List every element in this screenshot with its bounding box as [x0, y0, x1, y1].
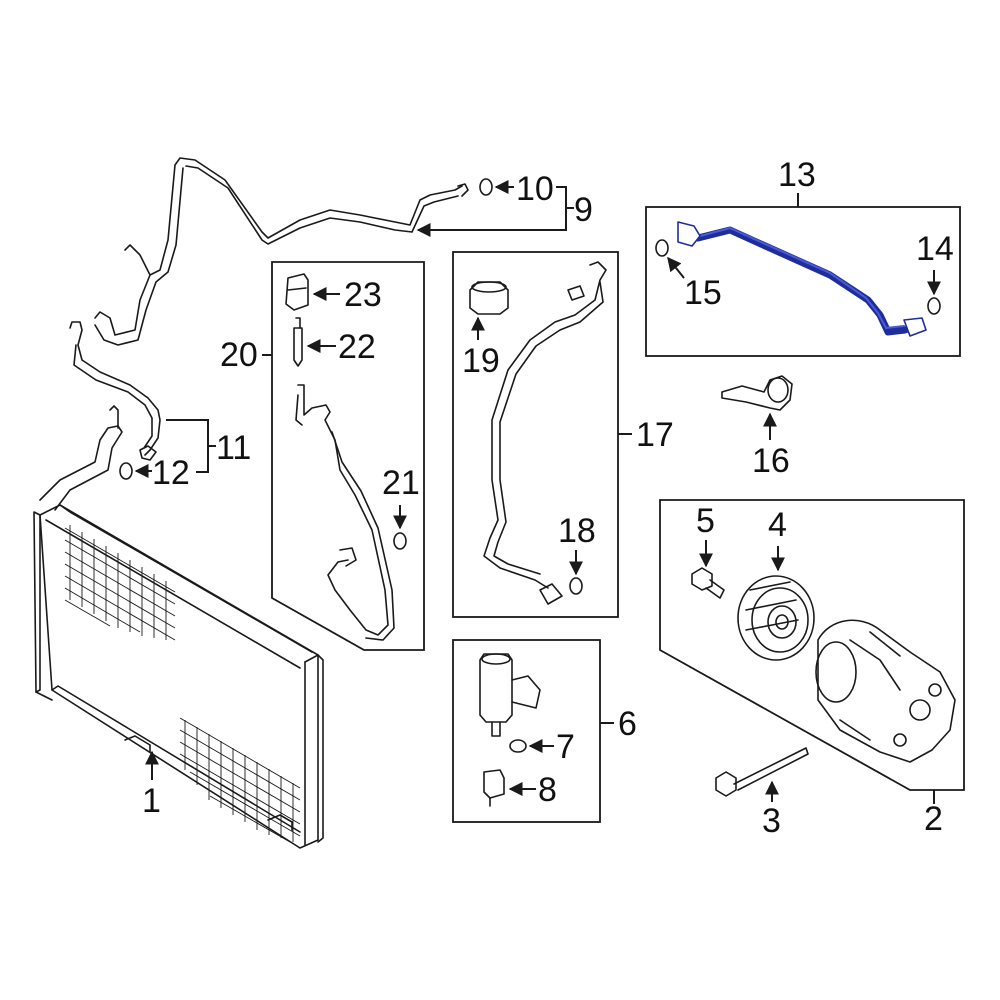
valve-core-22[interactable]: [293, 317, 303, 367]
compressor[interactable]: [815, 619, 956, 763]
callout-7: 7: [556, 728, 575, 766]
callout-12: 12: [152, 454, 190, 492]
liquid-line[interactable]: [69, 321, 161, 461]
bracket-16[interactable]: [721, 375, 793, 411]
callout-6: 6: [618, 705, 637, 743]
o-ring-18[interactable]: [569, 577, 583, 595]
callout-21: 21: [382, 464, 420, 502]
callout-2: 2: [924, 800, 943, 838]
highlighted-ac-line[interactable]: [677, 221, 927, 337]
callout-23: 23: [344, 276, 382, 314]
box-2: [659, 499, 965, 791]
callout-15: 15: [684, 274, 722, 312]
callout-13: 13: [778, 156, 816, 194]
hose-17[interactable]: [483, 261, 607, 605]
callout-8: 8: [538, 771, 557, 809]
o-ring-12[interactable]: [119, 462, 133, 480]
discharge-line-20[interactable]: [295, 384, 395, 641]
o-ring-7[interactable]: [509, 739, 527, 753]
callout-18: 18: [558, 512, 596, 550]
o-ring-21[interactable]: [393, 532, 407, 550]
bolt-5[interactable]: [691, 567, 725, 599]
cap-23[interactable]: [285, 273, 309, 311]
callout-5: 5: [696, 502, 715, 540]
callout-9: 9: [574, 191, 593, 229]
o-ring-10[interactable]: [479, 178, 493, 196]
condenser[interactable]: [33, 405, 324, 849]
callout-14: 14: [916, 230, 954, 268]
o-ring-15[interactable]: [655, 239, 669, 257]
receiver-drier[interactable]: [479, 653, 541, 737]
callout-10: 10: [516, 170, 554, 208]
callout-11: 11: [216, 429, 251, 467]
box-20: [271, 261, 425, 651]
callout-20: 20: [220, 336, 258, 374]
suction-line[interactable]: [94, 157, 469, 346]
bolt-3[interactable]: [715, 747, 809, 797]
pressure-switch-8[interactable]: [483, 769, 505, 807]
cap-19[interactable]: [469, 281, 509, 315]
callout-4: 4: [768, 506, 787, 544]
callout-16: 16: [752, 442, 790, 480]
box-6: [452, 639, 601, 823]
callout-3: 3: [762, 802, 781, 840]
pulley-4[interactable]: [737, 575, 815, 661]
callout-19: 19: [462, 342, 500, 380]
callout-1: 1: [142, 782, 161, 820]
callout-17: 17: [636, 416, 674, 454]
o-ring-14[interactable]: [927, 297, 941, 315]
callout-22: 22: [338, 328, 376, 366]
